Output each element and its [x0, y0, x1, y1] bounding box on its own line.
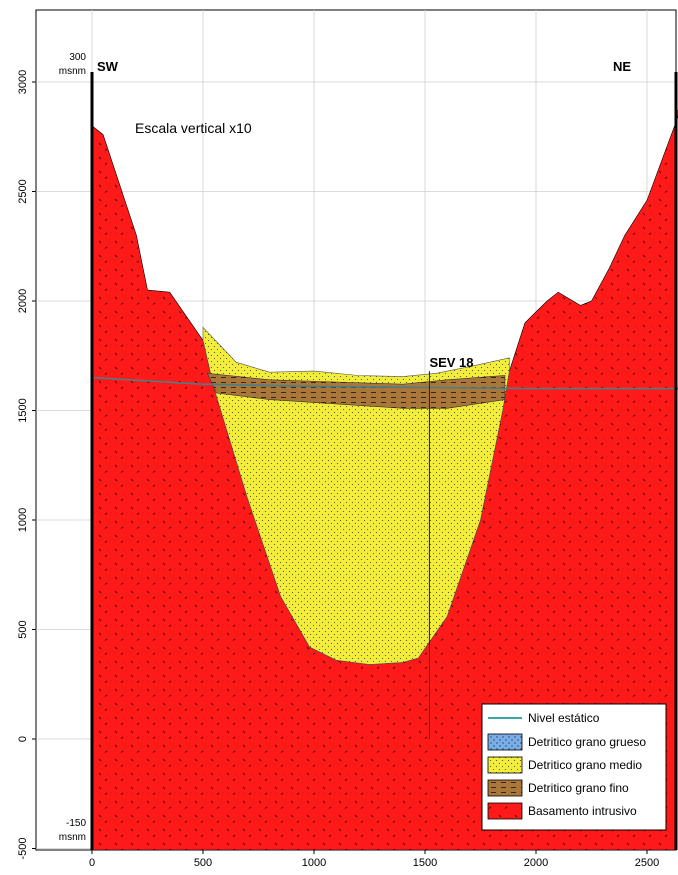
legend-coarse-swatch: [487, 733, 523, 751]
legend-label-coarse: Detritico grano grueso: [528, 735, 646, 749]
y-axis-ticks: -500 0 500 1000 1500 2000 2500 3000: [17, 70, 36, 860]
bottom-elevation-unit: msnm: [59, 832, 86, 843]
direction-ne: NE: [613, 59, 631, 74]
legend: Nivel estático Detritico grano grueso De…: [481, 703, 667, 831]
x-tick-label: 0: [89, 857, 95, 869]
y-tick-label: 2500: [17, 179, 29, 203]
medium-grain-detritic-layer: [202, 326, 510, 665]
x-axis-ticks: 0 500 1000 1500 2000 2500: [89, 850, 659, 869]
x-tick-label: 2000: [524, 857, 548, 869]
legend-label-basement: Basamento intrusivo: [528, 804, 637, 818]
x-tick-label: 1500: [413, 857, 437, 869]
y-tick-label: 500: [17, 620, 29, 638]
legend-medium-swatch: [487, 756, 523, 774]
top-elevation: 300: [69, 52, 86, 63]
y-tick-label: 1500: [17, 398, 29, 422]
legend-fine-swatch: [487, 779, 523, 797]
water-table-line: [91, 376, 678, 390]
y-tick-label: 1000: [17, 508, 29, 532]
x-tick-label: 2500: [635, 857, 659, 869]
legend-label-medium: Detritico grano medio: [528, 758, 642, 772]
top-elevation-unit: msnm: [59, 66, 86, 77]
borehole-label: SEV 18: [429, 355, 473, 370]
bottom-elevation: -150: [66, 818, 86, 829]
vertical-scale-note: Escala vertical x10: [135, 120, 252, 136]
legend-basement-swatch: [487, 802, 523, 820]
y-tick-label: 2000: [17, 289, 29, 313]
legend-label-water: Nivel estático: [528, 711, 600, 725]
y-tick-label: -500: [17, 837, 29, 859]
legend-label-fine: Detritico grano fino: [528, 781, 629, 795]
x-tick-label: 1000: [302, 857, 326, 869]
y-tick-label: 0: [17, 736, 29, 742]
direction-sw: SW: [97, 59, 119, 74]
fine-grain-detritic-layer: [206, 372, 506, 409]
y-tick-label: 3000: [17, 70, 29, 94]
x-tick-label: 500: [194, 857, 212, 869]
